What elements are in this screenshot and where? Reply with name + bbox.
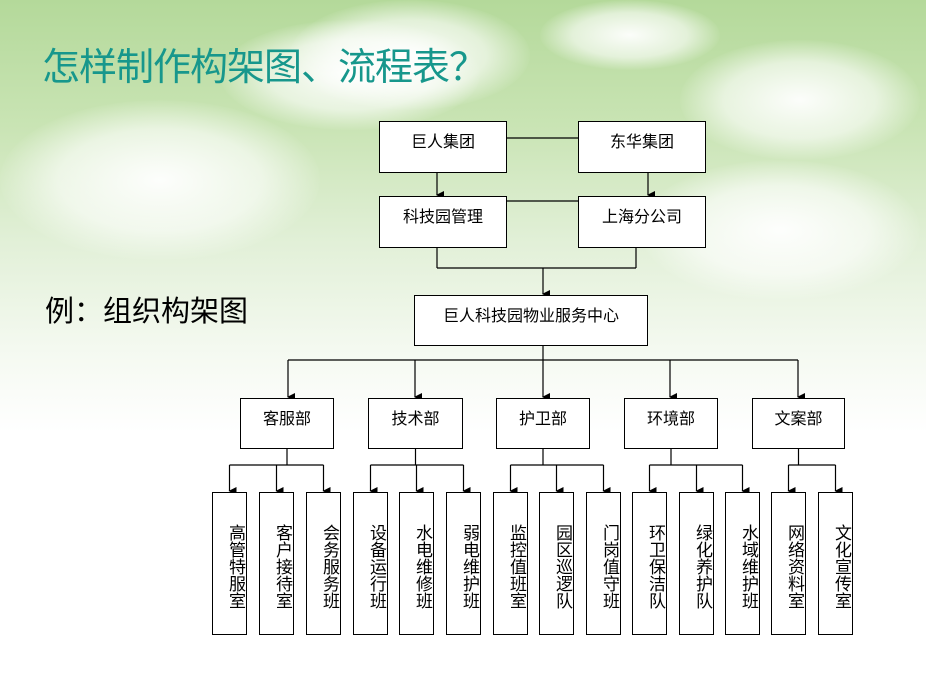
unit-node: 会务服务班 — [306, 492, 341, 635]
unit-node: 设备运行班 — [353, 492, 388, 635]
cloud — [540, 0, 720, 70]
department-node: 文案部 — [752, 398, 845, 449]
department-node: 技术部 — [368, 398, 463, 449]
cloud — [0, 100, 320, 260]
unit-node: 环卫保洁队 — [632, 492, 667, 635]
unit-node: 水域维护班 — [725, 492, 760, 635]
node-donghua-group: 东华集团 — [578, 121, 706, 173]
unit-node: 监控值班室 — [493, 492, 528, 635]
unit-node: 门岗值守班 — [586, 492, 621, 635]
unit-node: 客户接待室 — [259, 492, 294, 635]
unit-node: 弱电维护班 — [446, 492, 481, 635]
department-node: 环境部 — [624, 398, 718, 449]
unit-node: 文化宣传室 — [818, 492, 853, 635]
node-service-center: 巨人科技园物业服务中心 — [414, 295, 648, 346]
department-node: 护卫部 — [496, 398, 590, 449]
unit-node: 网络资料室 — [771, 492, 806, 635]
unit-node: 高管特服室 — [212, 492, 247, 635]
unit-node: 园区巡逻队 — [539, 492, 574, 635]
slide-title: 怎样制作构架图、流程表？ — [42, 45, 487, 89]
node-juren-group: 巨人集团 — [379, 121, 507, 173]
cloud — [290, 0, 530, 110]
example-label: 例：组织构架图 — [45, 294, 249, 328]
department-node: 客服部 — [240, 398, 334, 449]
unit-node: 绿化养护队 — [679, 492, 714, 635]
node-science-park-mgmt: 科技园管理 — [379, 196, 507, 248]
node-shanghai-branch: 上海分公司 — [578, 196, 706, 248]
cloud — [680, 40, 920, 160]
unit-node: 水电维修班 — [399, 492, 434, 635]
